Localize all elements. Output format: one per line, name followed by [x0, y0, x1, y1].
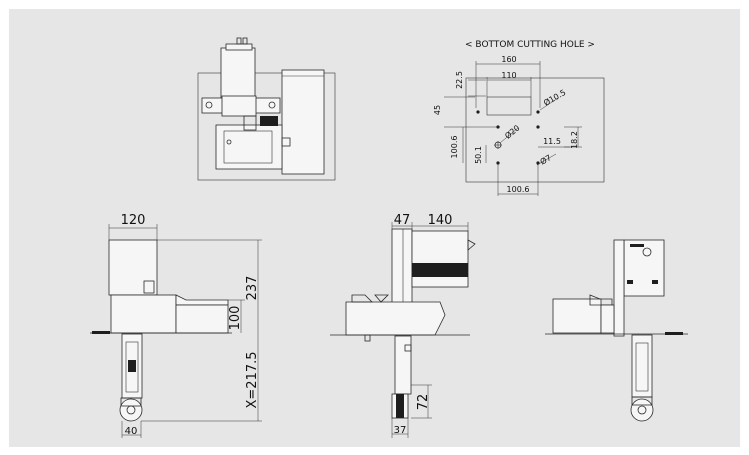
side-motor	[411, 230, 469, 288]
dim-47: 47	[394, 213, 411, 228]
slot-rectangle	[486, 96, 532, 116]
dim-x-217-5: X=217.5	[245, 351, 260, 408]
side-view: 47 140 72 37	[330, 213, 476, 438]
dim-50-1: 50.1	[474, 146, 483, 164]
dim-phi-10-5: Ø10.5	[542, 87, 568, 108]
rear-wheel	[630, 398, 654, 422]
dim-110: 110	[501, 71, 516, 80]
dim-22-5: 22.5	[455, 71, 464, 89]
dim-18-2: 18.2	[570, 131, 579, 149]
bottom-cutting-hole-view: < BOTTOM CUTTING HOLE > 160 110 22.5 45 …	[433, 40, 605, 196]
front-gearbox	[110, 294, 177, 334]
dim-120: 120	[121, 213, 146, 228]
rear-gearbox	[552, 298, 602, 334]
top-view-motor	[220, 47, 256, 101]
dim-160: 160	[501, 55, 516, 64]
dim-phi-20: Ø20	[503, 123, 522, 141]
hole-outline	[465, 77, 605, 183]
front-view: 120 237 100 X=217.5 40	[90, 213, 262, 438]
top-view-housing	[281, 69, 325, 175]
dim-100: 100	[228, 306, 243, 331]
dim-45: 45	[433, 105, 442, 115]
dim-140: 140	[428, 213, 453, 228]
top-view-base-plate	[197, 72, 336, 181]
rear-shaft	[631, 334, 653, 398]
dim-72: 72	[416, 394, 431, 411]
front-motor	[108, 239, 158, 296]
dim-phi-7: Ø7	[538, 152, 553, 166]
rear-view	[545, 239, 688, 422]
dim-40: 40	[125, 426, 138, 437]
front-wheel	[119, 398, 143, 422]
top-view-gear-block	[215, 124, 283, 170]
dim-100-6-vertical: 100.6	[450, 136, 459, 159]
dim-237: 237	[245, 276, 260, 301]
dim-37: 37	[394, 425, 407, 436]
side-motor-band	[412, 263, 468, 277]
dim-11-5: 11.5	[543, 137, 561, 146]
rear-motor	[623, 239, 665, 297]
top-view	[197, 37, 336, 181]
side-gearbox	[345, 301, 446, 336]
dim-100-6-horizontal: 100.6	[507, 185, 530, 194]
hole-view-title: < BOTTOM CUTTING HOLE >	[465, 40, 595, 50]
